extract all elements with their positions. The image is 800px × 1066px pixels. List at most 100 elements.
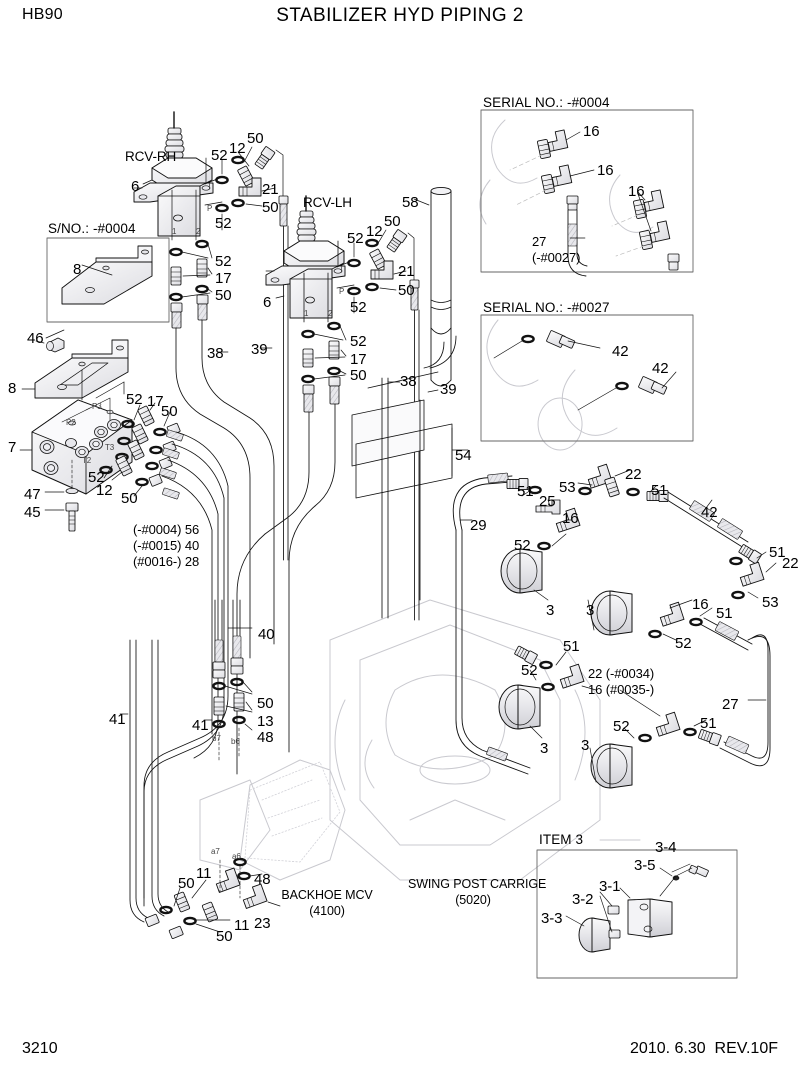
callout-c3b: 3 xyxy=(586,602,595,619)
backhoe-mcv-label: BACKHOE MCV(4100) xyxy=(281,888,373,918)
callout-c51b: 51 xyxy=(651,482,668,499)
callout-c22a: 22 xyxy=(625,466,642,483)
tee-25 xyxy=(535,499,561,515)
callout-c11a: 11 xyxy=(196,865,212,882)
callout-c50j: 50 xyxy=(178,875,195,892)
serial-box-0027-title: SERIAL NO.: -#0027 xyxy=(483,300,610,315)
backhoe-mcv-fittings xyxy=(144,857,268,939)
callout-c41a: 41 xyxy=(109,711,126,728)
serial-0004-contents xyxy=(536,129,680,277)
callout-crcvrh: RCV-RH xyxy=(125,149,177,164)
callout-c16a: 16 xyxy=(562,510,579,527)
rcv-rh-assembly xyxy=(133,111,214,237)
port-mark-b7: b7 xyxy=(212,734,221,743)
callout-c3d: 3 xyxy=(581,737,590,754)
page-title: STABILIZER HYD PIPING 2 xyxy=(276,5,524,26)
callout-c3a: 3 xyxy=(546,602,555,619)
callout-c52g: 52 xyxy=(126,391,143,408)
callout-c12b: 12 xyxy=(366,223,383,240)
callout-c31: 3-1 xyxy=(599,878,621,895)
cylinder-3-c xyxy=(498,684,541,730)
callout-c50e: 50 xyxy=(398,282,415,299)
callout-c51e: 51 xyxy=(563,638,580,655)
hose-42 xyxy=(663,491,749,549)
callout-c16e: 16 xyxy=(628,183,645,200)
callout-c22b: 22 xyxy=(782,555,799,572)
bolt-42-a xyxy=(546,330,576,349)
rcv-lh-port-stack xyxy=(301,321,341,413)
rcv-rh-port-stack xyxy=(169,239,209,329)
port-mark-2: 2 xyxy=(196,227,201,236)
callout-c50f: 50 xyxy=(350,367,367,384)
cylinder-3-a xyxy=(500,548,543,594)
callout-c52f: 52 xyxy=(350,333,367,350)
callout-c42c: 42 xyxy=(652,360,669,377)
callout-c27: 27 xyxy=(722,696,739,713)
callout-c51f: 51 xyxy=(700,715,717,732)
callout-c6b: 6 xyxy=(263,294,272,311)
sno-box-frame xyxy=(46,237,170,323)
note-hose-variants: (-#0004) 56 (-#0015) 40 (#0016-) 28 xyxy=(133,522,200,569)
callout-c42a: 42 xyxy=(701,504,718,521)
callout-c39a: 39 xyxy=(251,341,268,358)
callout-c16b: 16 xyxy=(692,596,709,613)
callout-c42b: 42 xyxy=(612,343,629,360)
serial-box-0027-frame xyxy=(480,314,694,442)
hose-40-stack xyxy=(212,599,246,761)
callout-c17b: 17 xyxy=(350,351,367,368)
port-mark-1: 1 xyxy=(172,227,177,236)
callout-c50k: 50 xyxy=(216,928,233,945)
callout-c23: 23 xyxy=(254,915,271,932)
port-mark-a6: a6 xyxy=(232,852,241,861)
port-mark-t2: T2 xyxy=(82,456,92,465)
sno-box-title: S/NO.: -#0004 xyxy=(48,221,136,236)
callout-c58: 58 xyxy=(402,194,419,211)
bracket-8-detail xyxy=(61,245,153,305)
port-mark-1: 1 xyxy=(304,309,309,318)
item3-contents xyxy=(565,863,709,953)
model-code: HB90 xyxy=(22,6,63,23)
callout-c12a: 12 xyxy=(229,140,246,157)
callout-c17a: 17 xyxy=(215,270,232,287)
note-elbow-variants: 22 (-#0034) 16 (#0035-) xyxy=(588,666,655,697)
port-mark-b6: b6 xyxy=(231,737,240,746)
callout-c52e: 52 xyxy=(350,299,367,316)
callout-c41b: 41 xyxy=(192,717,209,734)
port-mark-a7: a7 xyxy=(211,847,220,856)
callout-crcvlh: RCV-LH xyxy=(303,195,352,210)
bolt-42-b xyxy=(638,376,668,395)
serial-0027-contents xyxy=(521,330,668,395)
revision-label: 2010. 6.30 REV.10F xyxy=(630,1040,778,1057)
washer-47-bolt-45 xyxy=(65,459,79,532)
callout-c12c: 12 xyxy=(96,482,113,499)
callout-c39b: 39 xyxy=(440,381,457,398)
callout-c53a: 53 xyxy=(559,479,576,496)
hose-27 xyxy=(719,634,771,767)
item3-screw xyxy=(688,864,709,878)
callout-c45: 45 xyxy=(24,504,41,521)
callout-c50h: 50 xyxy=(121,490,138,507)
callout-c52a: 52 xyxy=(211,147,228,164)
callout-c8a: 8 xyxy=(73,261,82,278)
callout-c48a: 48 xyxy=(257,729,274,746)
callout-c17c: 17 xyxy=(147,393,164,410)
callout-c50b: 50 xyxy=(262,199,279,216)
callout-c47: 47 xyxy=(24,486,41,503)
hose-29 xyxy=(452,475,531,775)
port-mark-t: T xyxy=(207,182,212,191)
callout-c50c: 50 xyxy=(215,287,232,304)
callout-c54: 54 xyxy=(455,447,472,464)
risers-41 xyxy=(129,639,169,923)
cylinder-3-d xyxy=(590,743,633,789)
cylinder-3-b xyxy=(590,590,633,636)
port-mark-p2: P2 xyxy=(66,418,76,427)
callout-c34: 3-4 xyxy=(655,839,677,856)
callout-c7: 7 xyxy=(8,439,17,456)
plate-54 xyxy=(351,399,453,499)
pipes-38-39 xyxy=(381,335,457,619)
item3-body xyxy=(627,898,673,938)
rcv-lh-assembly xyxy=(265,195,346,319)
bracket-8-main xyxy=(34,339,129,399)
